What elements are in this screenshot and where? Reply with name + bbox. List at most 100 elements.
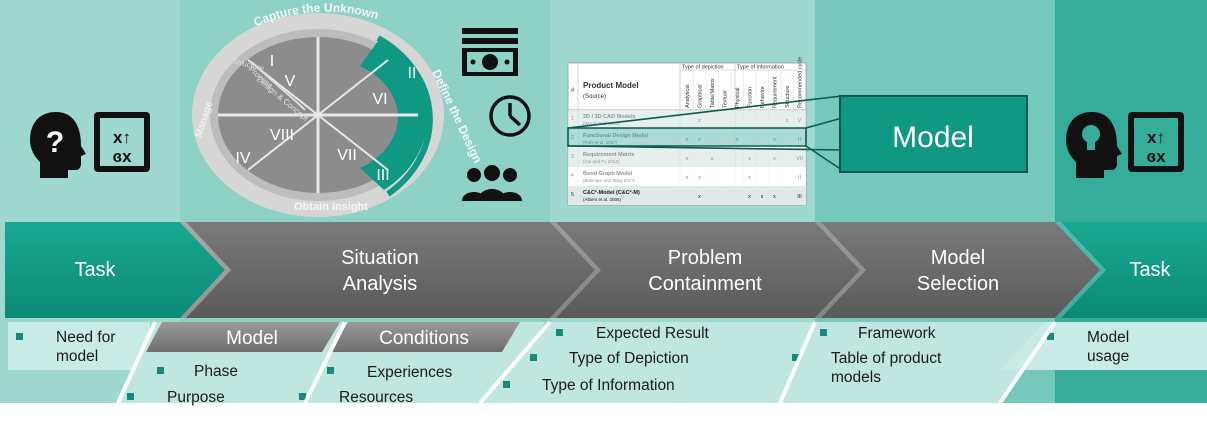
money-icon [462,28,518,76]
table-cell-mark: x [786,118,789,124]
table-column-header: Analytical [685,84,691,108]
step-title-problem-line1: Problem [668,247,742,269]
svg-text:x↑: x↑ [113,128,131,147]
table-cell-mark: x [773,156,776,162]
table-group-information: Type of information [737,65,784,71]
cycle-numeral: III [376,167,389,184]
bullet-expected-result: Expected Result [596,325,710,342]
table-row [568,186,806,205]
table-cell-model: 2D / 3D CAD Models [583,114,636,120]
svg-text:?: ? [46,126,64,159]
head-lightbulb-icon [1066,112,1122,178]
bullet-model-usage-line1: Model [1087,329,1129,346]
cycle-numeral: VI [372,91,387,108]
table-row [568,110,806,129]
table-column-header: Textual [723,91,729,108]
chevron-task-start [5,222,225,318]
table-cell-source: (Pahl et al. 2007) [583,140,618,145]
table-cell-mark: x [761,194,764,200]
step-title-task-start: Task [74,259,116,281]
strategy-board-icon: x↑ ɞx [1128,112,1184,172]
table-cell-mark: x [748,194,751,200]
bullet-marker [530,354,537,361]
table-cell-mark: x [773,137,776,143]
bullet-marker [1047,333,1054,340]
cycle-highlight-segment [360,41,428,190]
table-column-header: Behavior [760,86,766,108]
bullet-need-for-model-line2: model [56,348,98,365]
table-cell-num: 5 [571,192,574,198]
model-box: Model [839,95,1028,173]
table-cell-mark: x [698,194,701,200]
bullet-marker [503,381,510,388]
table-connector-lines [567,95,843,171]
bullet-experiences: Experiences [367,364,453,381]
step-title-situation-line2: Analysis [343,273,417,295]
model-box-label: Model [892,121,974,154]
chevron-problem-containment [550,222,860,318]
table-cell-mark: x [698,137,701,143]
table-cell-model: Requirement Matrix [583,152,635,158]
table-cell-source: (Bosinger and Stieg 2017) [583,178,636,183]
table-cell-source: (Albers et al. 2005) [583,197,622,202]
bullet-purpose: Purpose [167,389,225,406]
bullet-marker [157,367,164,374]
bullet-marker [16,333,23,340]
table-cell-source: (Cai and Fu 2014) [583,159,620,164]
table-column-header: Requirement [773,76,779,108]
bullet-lists: Need for model Phase Purpose Experiences… [16,325,1129,406]
table-column-header: Structure [785,86,791,108]
bullet-model-usage-line2: usage [1087,348,1129,365]
table-cell-num: 1 [571,116,574,122]
table-column-header: Physical [735,88,741,108]
cycle-numeral: VII [337,147,357,164]
step-title-selection-line2: Selection [917,273,999,295]
step-titles: Task Situation Analysis Problem Containm… [74,247,1171,295]
step-title-selection-line1: Model [931,247,985,269]
table-cell-model: Bond Graph Model [583,171,633,177]
bullet-separators [116,320,1057,405]
table-cell-mark: VII [796,156,803,162]
step-title-situation-line1: Situation [341,247,419,269]
table-header-source: (Source) [583,94,606,100]
subheader-conditions: Conditions [379,328,469,349]
bullet-phase: Phase [194,363,238,380]
cycle-numeral: V [285,73,296,90]
table-cell-mark: II [798,175,802,181]
strategy-board-icon: x↑ ɞx [94,112,150,172]
people-icon [462,165,522,201]
table-cell-mark: V [798,118,802,124]
cycle-numeral: I [270,53,274,70]
step-title-problem-line2: Containment [648,273,762,295]
table-column-header: Function [748,87,754,108]
table-cell-mark: x [686,156,689,162]
svg-text:x↑: x↑ [1147,128,1165,147]
bullet-marker [820,329,827,336]
table-cell-mark: x [748,175,751,181]
bullet-resources: Resources [339,389,413,406]
cycle-numeral: VIII [270,127,294,144]
cycle-numeral: II [408,65,417,82]
table-header-model: Product Model [583,81,639,90]
chevron-model-selection [815,222,1100,318]
svg-text:ɞx: ɞx [112,147,132,166]
table-cell-mark: II [798,137,802,143]
table-column-header: Recommended cycle [798,57,804,108]
chevron-task-end [1055,222,1207,318]
table-cell-mark: x [736,137,739,143]
table-cell-model: Functional Design Model [583,133,649,139]
process-chevrons [5,222,1207,318]
bullet-marker [556,329,563,336]
table-cell-mark: III [797,194,802,200]
clock-icon [489,95,531,137]
table-cell-mark: x [748,156,751,162]
table-cell-num: 4 [571,173,574,179]
bullet-marker [127,393,134,400]
table-row [568,148,806,167]
step-title-task-end: Task [1129,259,1171,281]
table-row [568,129,806,148]
table-cell-mark: x [698,175,701,181]
table-cell-mark: x [686,175,689,181]
bullet-table-of-product-models-line2: models [831,369,881,386]
cycle-numeral: IV [235,150,250,167]
